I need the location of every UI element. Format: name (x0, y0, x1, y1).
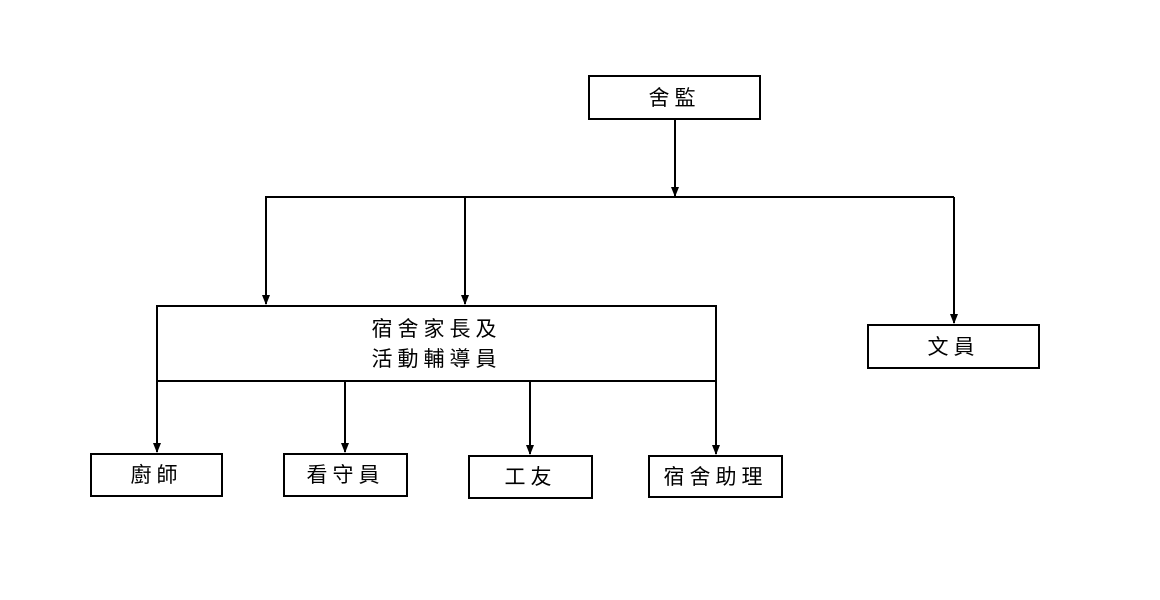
node-worker: 工友 (468, 455, 593, 499)
node-house-parents: 宿舍家長及 活動輔導員 (156, 305, 717, 382)
node-clerk: 文員 (867, 324, 1040, 369)
node-label-line-2: 活動輔導員 (371, 346, 502, 371)
node-label: 看守員 (306, 463, 385, 487)
node-label: 宿舍助理 (663, 464, 768, 489)
node-label: 工友 (504, 465, 557, 489)
node-label: 廚師 (130, 463, 183, 487)
node-label: 文員 (927, 334, 980, 359)
node-guard: 看守員 (283, 453, 408, 497)
node-sheet-supervisor: 舍監 (588, 75, 761, 120)
node-label: 舍監 (648, 85, 701, 110)
node-chef: 廚師 (90, 453, 223, 497)
node-label-line-1: 宿舍家長及 (371, 316, 502, 341)
node-dorm-assistant: 宿舍助理 (648, 455, 783, 498)
